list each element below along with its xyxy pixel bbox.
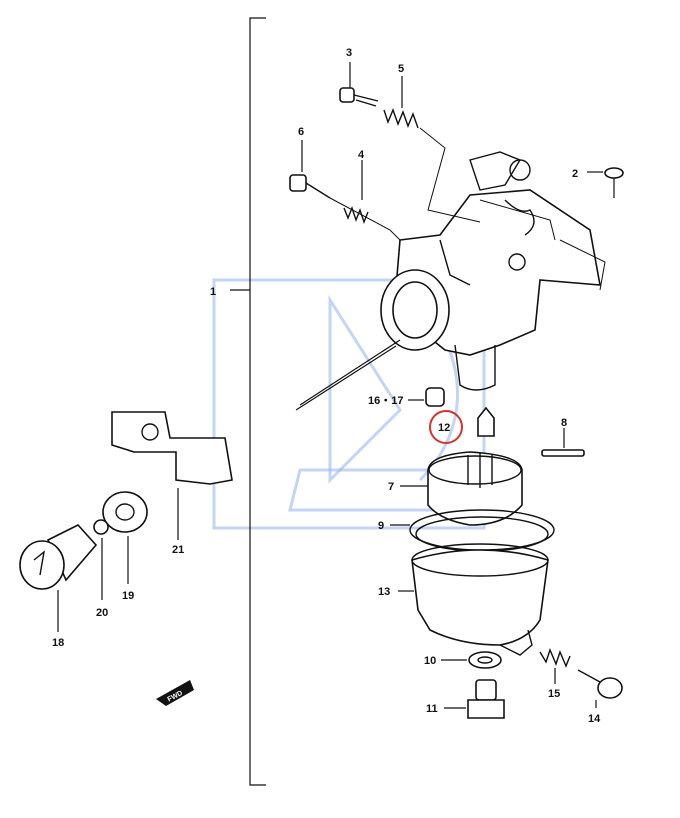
spring-part-4	[343, 160, 369, 225]
highlight-circle	[429, 410, 463, 444]
knob-part-18	[19, 524, 98, 632]
callout-15: 15	[548, 688, 560, 700]
bolt-part-11	[444, 679, 505, 719]
assembly-bracket	[230, 17, 266, 786]
forward-direction-arrow: FWD	[156, 680, 194, 706]
spring-part-5	[383, 76, 481, 223]
screw-part-14	[577, 669, 623, 708]
callout-20: 20	[96, 607, 108, 619]
screw-part-2	[587, 167, 624, 198]
bracket-part-21	[111, 411, 233, 540]
callout-5: 5	[398, 63, 404, 75]
needle-valve-part-12	[477, 406, 495, 437]
screw-part-6	[289, 140, 401, 241]
callout-10: 10	[424, 655, 436, 667]
grommet-part-19	[102, 491, 148, 584]
jet-part-16-17	[408, 387, 445, 407]
callout-1: 1	[210, 286, 216, 298]
callout-14: 14	[588, 713, 601, 725]
callout-2: 2	[572, 168, 578, 180]
callout-8: 8	[561, 417, 567, 429]
pin-part-8	[541, 428, 585, 457]
callout-11: 11	[426, 703, 438, 715]
float-bowl-part-13	[398, 543, 549, 656]
callout-18: 18	[52, 637, 64, 649]
callout-21: 21	[172, 544, 184, 556]
callout-13: 13	[378, 586, 390, 598]
collar-part-20	[93, 519, 109, 600]
callout-6: 6	[298, 126, 304, 138]
callout-4: 4	[358, 149, 365, 161]
callout-3: 3	[346, 47, 352, 59]
callout-19: 19	[122, 590, 134, 602]
callout-12: 12	[438, 422, 450, 434]
callout-16-17: 16・17	[368, 395, 403, 407]
spring-part-15	[539, 648, 571, 684]
callout-7: 7	[388, 481, 394, 493]
washer-part-10	[441, 651, 502, 669]
callout-9: 9	[378, 520, 384, 532]
carburetor-body	[295, 151, 606, 411]
screw-part-3	[339, 62, 379, 107]
float-part-7	[400, 451, 523, 526]
